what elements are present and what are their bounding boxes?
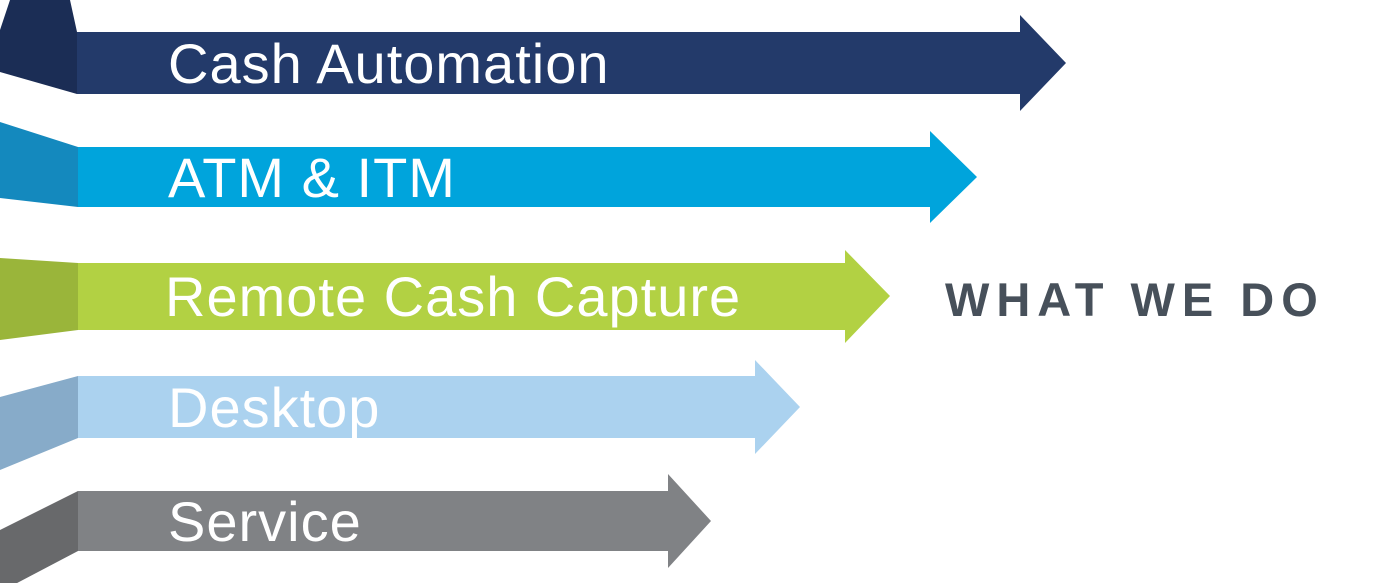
ribbon-fold-1 <box>0 122 78 207</box>
ribbon-arrow-body-2 <box>78 250 890 343</box>
ribbon-fold-3 <box>0 376 78 470</box>
ribbon-arrow-body-0 <box>77 15 1066 111</box>
ribbon-fold-0 <box>0 0 77 94</box>
page-title: WHAT WE DO <box>945 272 1325 326</box>
ribbon-fold-2 <box>0 258 78 340</box>
ribbon-arrow-body-1 <box>78 131 977 223</box>
ribbon-fold-4 <box>0 491 78 583</box>
ribbon-arrow-body-4 <box>78 474 711 568</box>
ribbon-arrow-body-3 <box>78 360 800 454</box>
